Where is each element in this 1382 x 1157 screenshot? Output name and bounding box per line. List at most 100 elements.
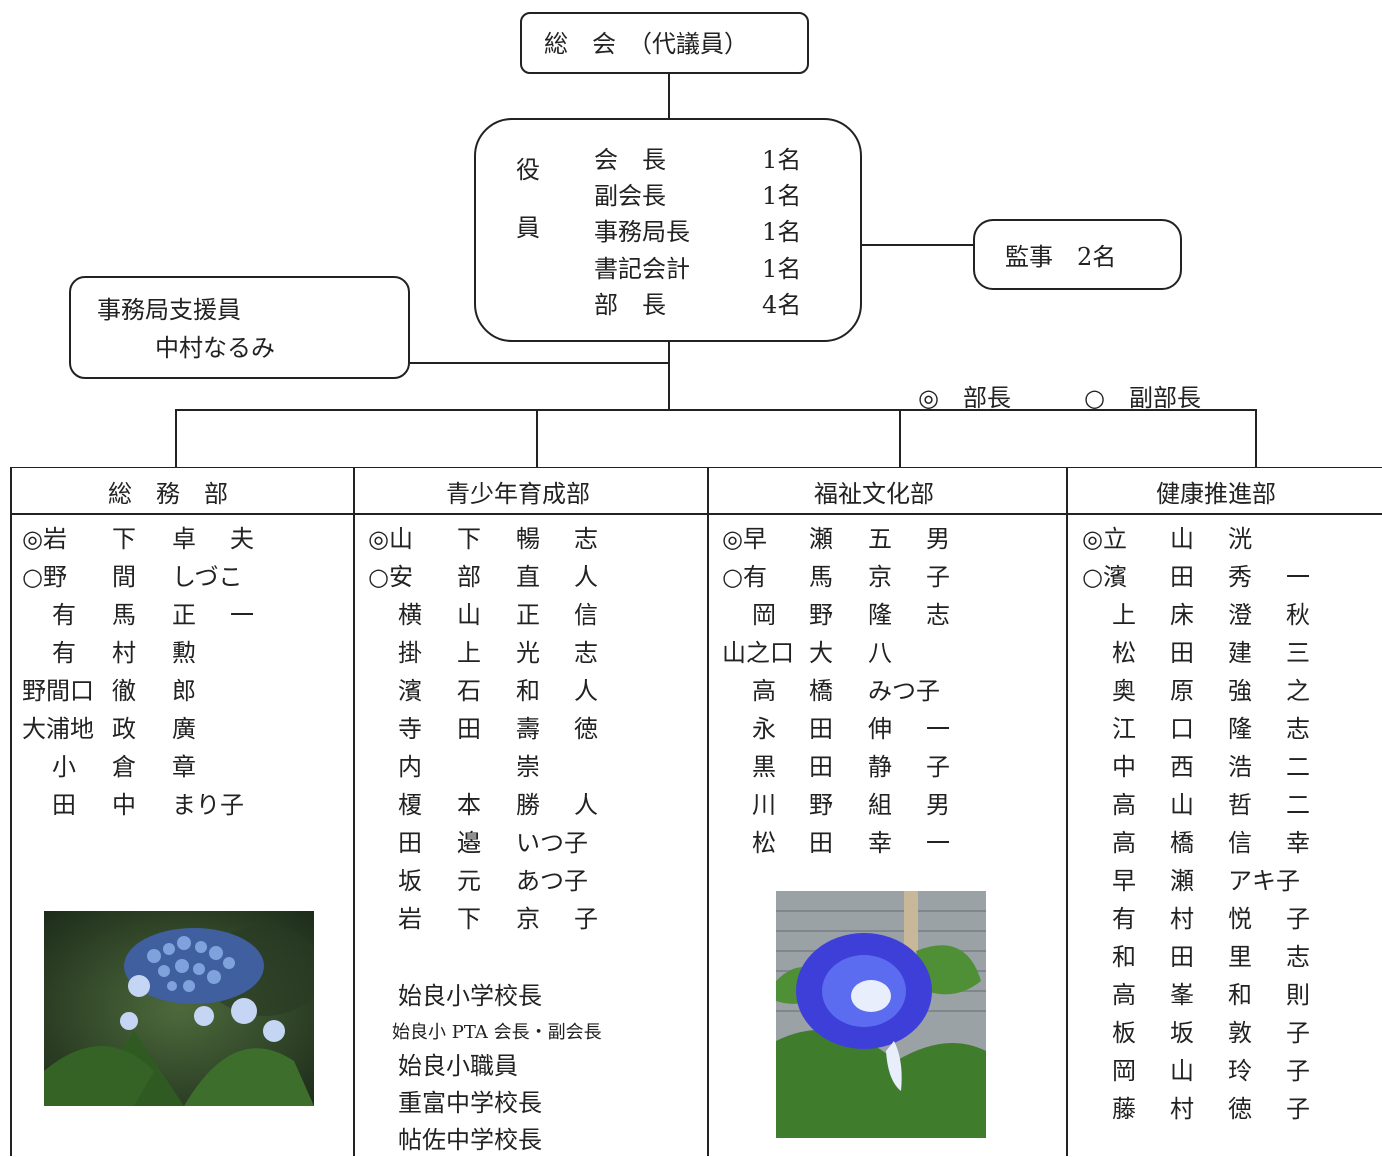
officers-label-top: 役: [516, 156, 540, 184]
branch-drop-1: [175, 409, 177, 467]
member-name-part: 田: [1170, 943, 1194, 971]
member-name-part: 和: [1228, 981, 1252, 1009]
member-row: 奥原強之: [0, 672, 1382, 710]
officer-role-3: 事務局長: [594, 218, 690, 246]
member-name-part: 江: [1112, 715, 1136, 743]
member-name-part: 徳: [1228, 1095, 1252, 1123]
member-name-part: 元: [457, 867, 481, 895]
member-name-part: 有: [52, 639, 76, 667]
department-divider-2: [707, 467, 709, 1156]
youth-extra-1: 始良小学校長: [398, 982, 542, 1010]
member-name-part: 組: [868, 791, 892, 819]
member-name-part: 田: [52, 791, 76, 819]
hydrangea-photo: [44, 911, 314, 1106]
member-name-part: 玲: [1228, 1057, 1252, 1085]
member-name-part: 章: [172, 753, 196, 781]
member-name-part: 政: [112, 715, 136, 743]
member-name-part: 志: [1286, 943, 1310, 971]
member-name-part: まり子: [172, 791, 244, 819]
member-name-part: 下: [457, 905, 481, 933]
auditor-label: 監事 2名: [1005, 243, 1117, 271]
member-name-part: 田: [809, 715, 833, 743]
member-row: 高橋みつ子: [0, 672, 1060, 710]
member-name-part: 下: [457, 525, 481, 553]
member-name-part: 信: [1228, 829, 1252, 857]
member-name-part: 悦: [1228, 905, 1252, 933]
member-name-part: 一: [926, 715, 950, 743]
member-name-part: 和: [1112, 943, 1136, 971]
member-name-part: 山: [1170, 791, 1194, 819]
member-name-part: 有: [1112, 905, 1136, 933]
member-name-part: 光: [516, 639, 540, 667]
member-name-part: 三: [1286, 639, 1310, 667]
member-row: 濱石和人: [0, 672, 700, 710]
member-row: 岡山玲子: [0, 1052, 1382, 1090]
member-row: ○有馬京子: [0, 558, 1060, 596]
member-name-part: 橋: [809, 677, 833, 705]
member-name-part: ○野: [22, 563, 67, 591]
member-name-part: 田: [398, 829, 422, 857]
member-row: 田 邉 いつ子: [0, 824, 700, 862]
support-staff-box: 事務局支援員 中村なるみ: [69, 276, 410, 379]
member-name-part: 志: [926, 601, 950, 629]
member-row: 藤村徳子: [0, 1090, 1382, 1128]
member-name-part: アキ子: [1228, 867, 1300, 895]
member-name-part: 信: [574, 601, 598, 629]
member-name-part: 田: [1170, 639, 1194, 667]
dept-header-health: 健康推進部: [1156, 480, 1276, 508]
member-name-part: 有: [52, 601, 76, 629]
member-name-part: 志: [574, 525, 598, 553]
department-divider-0: [10, 467, 12, 1156]
member-name-part: 八: [868, 639, 892, 667]
member-name-part: 馬: [809, 563, 833, 591]
member-name-part: 一: [926, 829, 950, 857]
member-name-part: 強: [1228, 677, 1252, 705]
member-row: 田中まり子: [0, 786, 353, 824]
member-name-part: あつ子: [516, 867, 588, 895]
member-row: ◎早瀬五男: [0, 520, 1060, 558]
member-name-part: 村: [112, 639, 136, 667]
member-name-part: 馬: [112, 601, 136, 629]
dept-header-general-affairs: 総 務 部: [108, 480, 228, 508]
member-name-part: 二: [1286, 791, 1310, 819]
member-name-part: 子: [1286, 1057, 1310, 1085]
member-row: 高峯和則: [0, 976, 1382, 1014]
member-name-part: 郎: [172, 677, 196, 705]
member-row: ○安部直人: [0, 558, 700, 596]
member-name-part: 高: [1112, 981, 1136, 1009]
member-list-youth: ◎山下暢志○安部直人横山正信掛上光志濱石和人寺田壽徳内崇榎本勝人田邉いつ子坂元あ…: [0, 520, 700, 960]
officer-count-3: 1名: [762, 218, 802, 246]
member-name-part: 京: [516, 905, 540, 933]
youth-extra-3: 始良小職員: [398, 1052, 518, 1080]
member-name-part: ◎立: [1082, 525, 1127, 553]
member-name-part: 秋: [1286, 601, 1310, 629]
branch-drop-2: [536, 409, 538, 467]
member-name-part: しづこ: [172, 563, 243, 591]
member-name-part: 壽: [516, 715, 540, 743]
member-name-part: 下: [112, 525, 136, 553]
member-row: ○濱田秀一: [0, 558, 1382, 596]
member-name-part: 藤: [1112, 1095, 1136, 1123]
member-name-part: 邉: [457, 829, 481, 857]
youth-extra-4: 重富中学校長: [398, 1089, 542, 1117]
connector-assembly-officers: [668, 74, 670, 120]
member-row: 早瀬アキ子: [0, 862, 1382, 900]
member-name-part: 濱: [398, 677, 422, 705]
department-divider-1: [353, 467, 355, 1156]
member-name-part: 永: [752, 715, 776, 743]
member-row: 高山哲二: [0, 786, 1382, 824]
member-name-part: 静: [868, 753, 892, 781]
member-name-part: いつ子: [516, 829, 588, 857]
member-name-part: 瀬: [1170, 867, 1194, 895]
member-row: ◎山下暢志: [0, 520, 700, 558]
member-name-part: 浩: [1228, 753, 1252, 781]
member-name-part: 石: [457, 677, 481, 705]
department-header-rule: [10, 513, 1382, 515]
morning-glory-photo: [776, 891, 986, 1138]
member-name-part: 高: [752, 677, 776, 705]
member-row: 小倉章: [0, 748, 353, 786]
member-name-part: ○濱: [1082, 563, 1127, 591]
member-name-part: 川: [752, 791, 776, 819]
member-name-part: 掛: [398, 639, 422, 667]
support-staff-name: 中村なるみ: [155, 334, 275, 362]
